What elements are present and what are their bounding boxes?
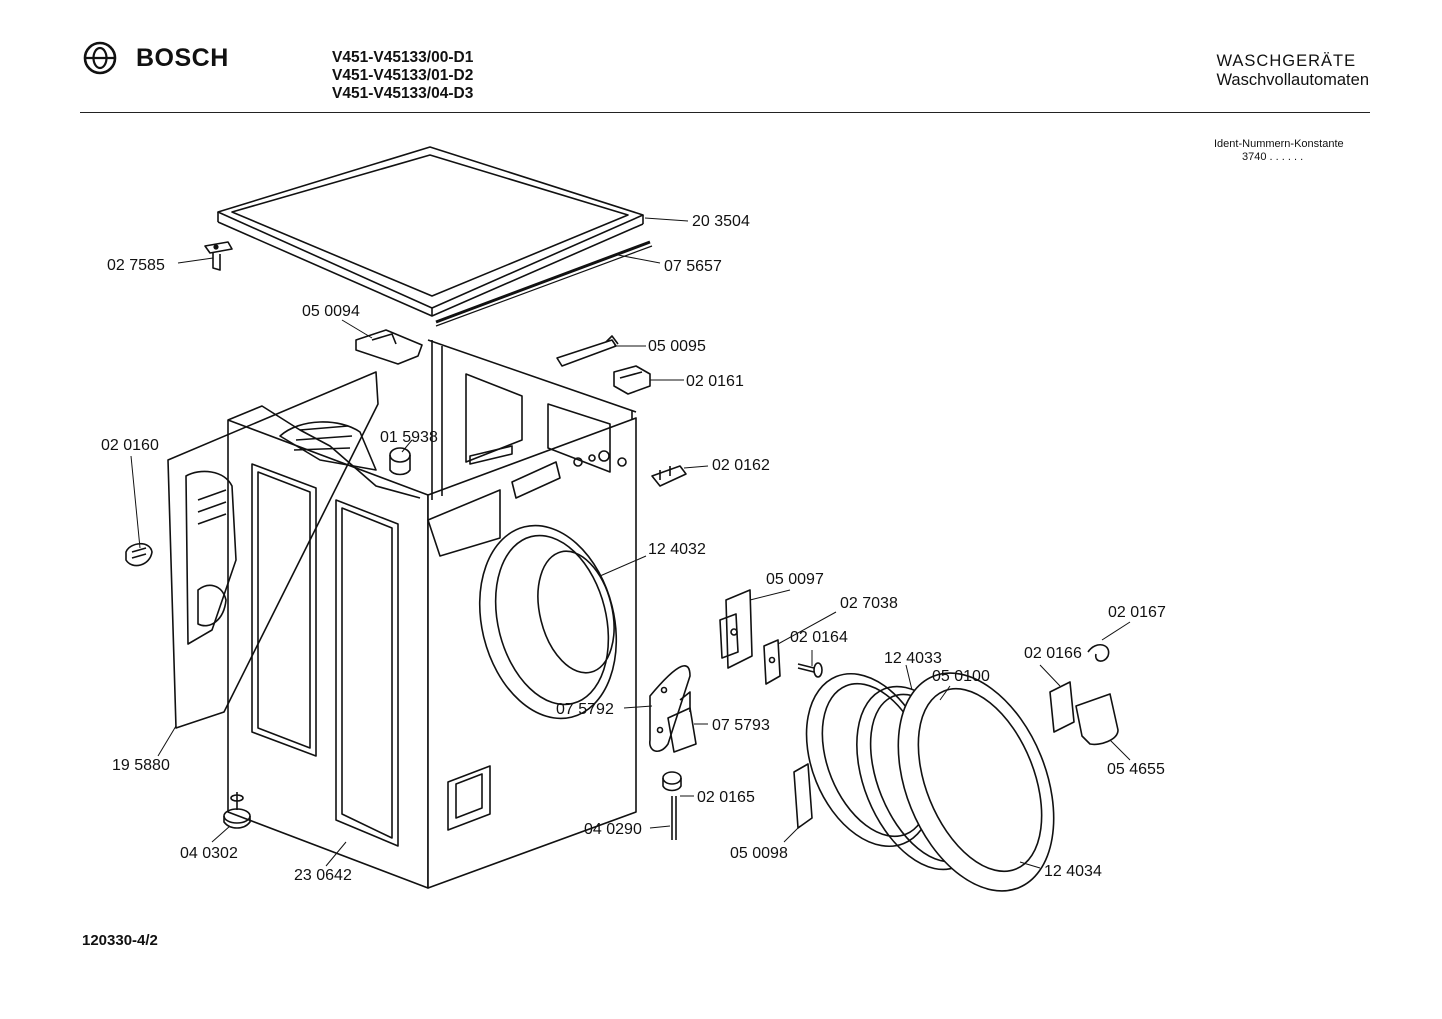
bracket-027585-drawing	[204, 241, 233, 271]
switch-027038-drawing	[763, 639, 781, 685]
foot-020165-drawing	[662, 771, 682, 792]
part-label: 05 0100	[932, 668, 990, 685]
bosch-logo-icon	[83, 41, 117, 75]
clip-020161-drawing	[613, 365, 651, 395]
part-label: 02 0166	[1024, 645, 1082, 662]
part-label: 12 4033	[884, 650, 942, 667]
part-label: 02 7038	[840, 595, 898, 612]
category-title: WASCHGERÄTE	[1216, 52, 1357, 70]
part-label: 02 0167	[1108, 604, 1166, 621]
handle-054655-drawing	[1075, 693, 1119, 746]
hinge-075793-drawing	[667, 691, 697, 753]
part-label: 12 4032	[648, 541, 706, 558]
part-label: 05 0097	[766, 571, 824, 588]
category-subtitle: Waschvollautomaten	[1216, 71, 1369, 89]
handle-020166-drawing	[1049, 681, 1075, 733]
clip-050095-drawing	[556, 335, 619, 367]
category-block: WASCHGERÄTE Waschvollautomaten	[1216, 52, 1369, 90]
part-label: 02 0164	[790, 629, 848, 646]
hinge-075792-drawing	[649, 665, 691, 752]
ident-block: Ident-Nummern-Konstante 3740 . . . . . .	[1214, 138, 1344, 164]
part-label: 07 5793	[712, 717, 770, 734]
part-label: 01 5938	[380, 429, 438, 446]
top-cover-drawing	[217, 146, 653, 327]
part-label: 04 0290	[584, 821, 642, 838]
part-label: 19 5880	[112, 757, 170, 774]
ident-label: Ident-Nummern-Konstante	[1214, 138, 1344, 150]
part-label: 02 7585	[107, 257, 165, 274]
hinge-020160-drawing	[125, 542, 153, 567]
model-number: V451-V45133/04-D3	[332, 85, 474, 102]
brand-name: BOSCH	[136, 43, 229, 72]
spring-020167-drawing	[1087, 644, 1110, 662]
part-label: 23 0642	[294, 867, 352, 884]
part-label: 05 4655	[1107, 761, 1165, 778]
clip-020162-drawing	[651, 465, 687, 487]
clip-050094-drawing	[355, 329, 423, 365]
lock-050097-drawing	[719, 589, 753, 669]
part-label: 05 0094	[302, 303, 360, 320]
rear-panel-drawing	[167, 371, 379, 729]
leader-lines	[130, 217, 1131, 869]
part-label: 02 0160	[101, 437, 159, 454]
model-list: V451-V45133/00-D1 V451-V45133/01-D2 V451…	[332, 49, 473, 103]
document-number: 120330-4/2	[82, 932, 158, 949]
cabinet-drawing	[227, 339, 637, 889]
part-label: 20 3504	[692, 213, 750, 230]
part-label: 05 0098	[730, 845, 788, 862]
part-label: 07 5657	[664, 258, 722, 275]
cap-015938-drawing	[389, 447, 411, 476]
brand-header: BOSCH	[82, 40, 229, 76]
part-label: 12 4034	[1044, 863, 1102, 880]
door-frame-124034-drawing	[897, 672, 1055, 892]
part-label: 07 5792	[556, 701, 614, 718]
model-number: V451-V45133/01-D2	[332, 67, 474, 84]
part-label: 04 0302	[180, 845, 238, 862]
header-divider	[80, 112, 1370, 113]
part-label: 02 0162	[712, 457, 770, 474]
bracket-050098-drawing	[793, 763, 813, 829]
part-label: 02 0165	[697, 789, 755, 806]
part-label: 05 0095	[648, 338, 706, 355]
pin-040290-drawing	[671, 796, 677, 840]
drawing-linework	[125, 146, 1131, 892]
screw-020164-drawing	[797, 662, 823, 678]
ident-value: 3740 . . . . . .	[1242, 151, 1304, 163]
part-label: 02 0161	[686, 373, 744, 390]
part-labels: 20 3504 02 7585 07 5657 05 0094 05 0095 …	[101, 213, 1166, 884]
foot-040302-drawing	[223, 792, 251, 829]
model-number: V451-V45133/00-D1	[332, 49, 474, 66]
